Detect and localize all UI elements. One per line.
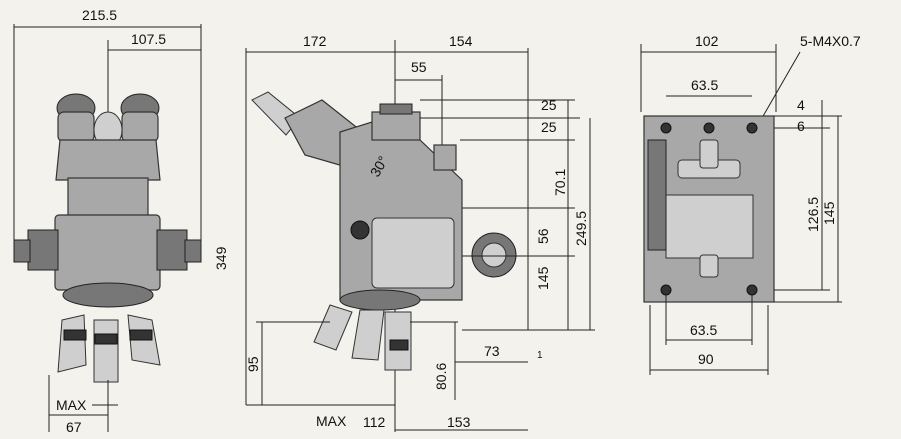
side-dim-95: 95 — [245, 356, 261, 372]
mount-view: 102 63.5 5-M4X0.7 4 6 126.5 145 63.5 — [640, 33, 861, 375]
mount-dim-63-5-bottom: 63.5 — [690, 322, 717, 338]
side-dim-25a: 25 — [541, 97, 557, 113]
side-dim-56: 56 — [535, 228, 551, 244]
front-view: 215.5 107.5 349 MAX 67 — [13, 7, 229, 435]
side-label-max: MAX — [316, 413, 347, 429]
front-label-max: MAX — [56, 397, 87, 413]
side-dim-249-5: 249.5 — [573, 211, 589, 246]
side-dim-right: 154 — [449, 33, 473, 49]
mount-dim-screw: 5-M4X0.7 — [800, 33, 861, 49]
mount-dim-4: 4 — [797, 97, 805, 113]
mount-dim-63-5-top: 63.5 — [691, 77, 718, 93]
mount-dim-145: 145 — [821, 201, 837, 225]
front-dim-height: 349 — [213, 246, 229, 270]
side-dim-153: 153 — [447, 414, 471, 430]
side-dim-25b: 25 — [541, 119, 557, 135]
side-dim-112: 112 — [363, 414, 386, 430]
side-dim-145: 145 — [535, 266, 551, 290]
front-dim-bottom: 67 — [66, 419, 82, 435]
front-dim-total-width: 215.5 — [82, 7, 117, 23]
mount-dim-102: 102 — [695, 33, 719, 49]
side-dim-1: 1 — [537, 350, 543, 361]
mount-dim-90: 90 — [698, 351, 714, 367]
side-dim-80-6: 80.6 — [433, 363, 449, 390]
side-dim-70-1: 70.1 — [552, 169, 568, 196]
side-dim-left: 172 — [303, 33, 327, 49]
side-dim-55: 55 — [411, 59, 427, 75]
side-view: 172 154 55 30° 25 25 70.1 249.5 56 — [245, 33, 595, 432]
side-dim-73: 73 — [484, 343, 500, 359]
front-dim-half-width: 107.5 — [131, 31, 166, 47]
mount-dim-6: 6 — [797, 118, 805, 134]
mount-dim-126-5: 126.5 — [805, 197, 821, 232]
